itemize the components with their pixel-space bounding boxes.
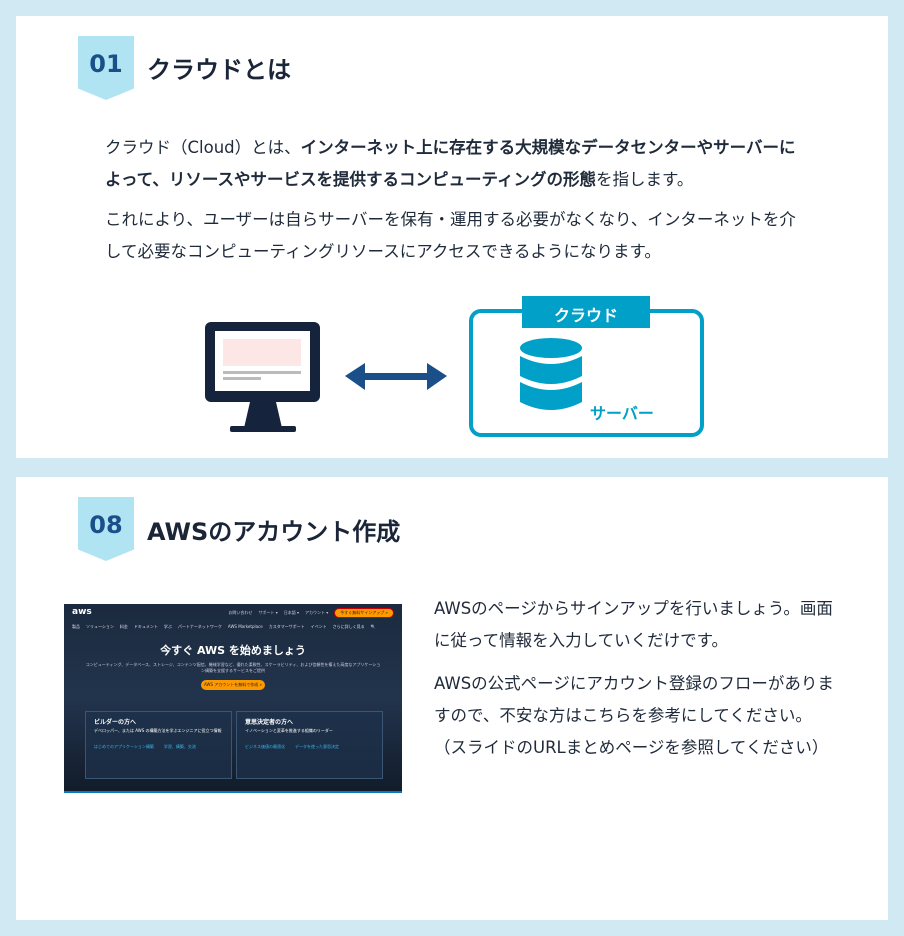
aws-top-links: お問い合わせ サポート ▾ 日本語 ▾ アカウント ▾ 今すぐ無料サインアップ … [64, 604, 402, 622]
nav-item: イベント [310, 624, 327, 629]
cloud-label: クラウド [553, 306, 618, 325]
p1-bold: インターネット上に存在する大規模なデータセンターやサーバーによって、リソースやサ… [105, 138, 796, 189]
nav-item: 学ぶ [163, 624, 172, 629]
section-number-badge: 01 [78, 36, 134, 100]
aws-hero-title: 今すぐ AWS を始めましょう [160, 644, 306, 657]
reference-paragraph: AWSの公式ページにアカウント登録のフローがありますので、不安な方はこちらを参考… [434, 674, 834, 757]
p1-start: クラウド（Cloud）とは、 [105, 138, 301, 157]
box-link: データを使った意思決定 [295, 744, 339, 749]
cloud-box [469, 309, 704, 437]
nav-item: AWS Marketplace [227, 624, 263, 629]
cloud-benefit-paragraph: これにより、ユーザーは自らサーバーを保有・運用する必要がなくなり、インターネット… [105, 210, 796, 261]
box-link: 学習、構築、交流 [163, 744, 196, 749]
top-link: サポート ▾ [258, 610, 278, 615]
server-label: サーバー [590, 404, 654, 423]
signup-paragraph: AWSのページからサインアップを行いましょう。画面に従って情報を入力していくだけ… [434, 599, 833, 650]
box-title: ビルダーの方へ [94, 719, 137, 726]
section-aws-card: 08 AWSのアカウント作成 aws お問い合わせ サポート ▾ 日本語 ▾ ア… [16, 477, 888, 920]
database-server-icon [520, 338, 582, 410]
nav-item: ソリューション [86, 624, 114, 629]
nav-item: カスタマーサポート [268, 624, 305, 629]
nav-item: ドキュメント [133, 624, 158, 629]
nav-item: 料金 [119, 624, 128, 629]
aws-nav: 製品 ソリューション 料金 ドキュメント 学ぶ パートナーネットワーク AWS … [64, 622, 402, 632]
box-link: はじめてのアプリケーション構築 [94, 744, 154, 749]
section-title: クラウドとは [147, 56, 291, 84]
aws-logo: aws [72, 607, 92, 617]
search-icon: 🔍 [370, 624, 376, 629]
section-number-badge: 08 [78, 497, 134, 561]
aws-hero-subtitle: コンピューティング、データベース、ストレージ、コンテンツ配信、機械学習など、優れ… [85, 662, 381, 673]
top-link: アカウント ▾ [305, 610, 329, 615]
cloud-definition-paragraph: クラウド（Cloud）とは、インターネット上に存在する大規模なデータセンターやサ… [105, 132, 805, 196]
bidirectional-arrow-icon [345, 363, 447, 390]
signup-button: 今すぐ無料サインアップ » [334, 608, 394, 618]
nav-item: パートナーネットワーク [177, 624, 222, 629]
builder-box: ビルダーの方へ デベロッパー、または AWS の構築方法を学ぶエンジニアに役立つ… [85, 711, 232, 779]
box-link: ビジネス価値の最適化 [245, 744, 285, 749]
nav-item: 製品 [72, 624, 80, 629]
top-link: 日本語 ▾ [283, 610, 299, 615]
monitor-icon [205, 322, 320, 432]
box-sub: デベロッパー、または AWS の構築方法を学ぶエンジニアに役立つ情報 [94, 728, 222, 733]
cloud-label-bg [522, 296, 650, 328]
aws-create-account-button: AWS アカウントを無料で作成 » [201, 680, 265, 690]
box-title: 意思決定者の方へ [245, 719, 294, 726]
nav-item: さらに詳しく見る [332, 624, 365, 629]
top-link: お問い合わせ [228, 610, 253, 615]
aws-homepage-screenshot: aws お問い合わせ サポート ▾ 日本語 ▾ アカウント ▾ 今すぐ無料サイン… [64, 604, 402, 793]
cloud-diagram [205, 296, 704, 437]
decision-maker-box: 意思決定者の方へ イノベーションと変革を推進する組織のリーダー ビジネス価値の最… [236, 711, 383, 779]
p1-end: を指します。 [596, 170, 694, 189]
section-title: AWSのアカウント作成 [147, 518, 401, 546]
section-cloud-card: 01 クラウドとは クラウド（Cloud）とは、インターネット上に存在する大規模… [16, 16, 888, 458]
box-sub: イノベーションと変革を推進する組織のリーダー [245, 728, 333, 733]
